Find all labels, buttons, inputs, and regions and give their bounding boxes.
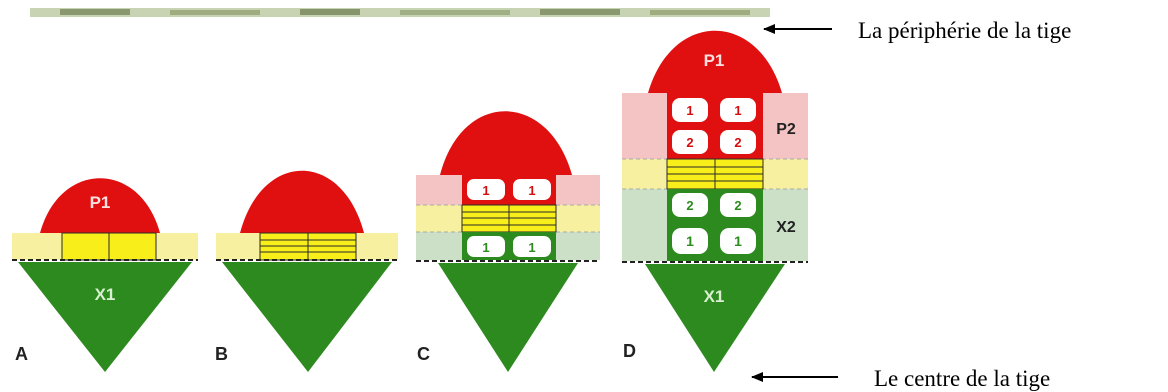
center-label: Le centre de la tige [874,366,1050,391]
xylem-cell-label: 2 [686,198,693,213]
phloem-cell [720,98,756,122]
xylem-label-x1: X1 [704,287,725,306]
xylem-cell [720,193,756,217]
xylem-cell-label: 1 [734,233,742,249]
xylem-label-x1: X1 [95,285,116,304]
xylem-triangle [438,263,578,372]
phloem-dome [40,178,160,233]
panel-letter-a: A [15,344,28,364]
panel-letter-b: B [215,344,228,364]
phloem-label-p1: P1 [90,193,111,212]
xylem-triangle [222,262,392,372]
annotation-periphery: La périphérie de la tige [763,18,1071,43]
panel-letter-c: C [417,344,430,364]
xylem-cell-label: 1 [686,233,694,249]
phloem-cell-label: 2 [734,135,741,150]
phloem-cell [720,130,756,154]
panel-d: P1 1 1 2 2 2 2 1 1 P2 X2 X1 D [622,30,808,372]
panel-letter-d: D [623,341,636,361]
phloem-cell-label: 2 [686,135,693,150]
xylem-cell [720,228,756,254]
xylem-cell [513,236,551,257]
phloem-dome [648,30,782,93]
phloem-dome [440,111,572,175]
phloem-zone-label-p2: P2 [776,121,796,138]
stem-periphery-band [30,0,770,24]
panel-c: 1 1 1 1 C [416,111,600,372]
xylem-zone-label-x2: X2 [776,219,796,236]
xylem-triangle [645,264,785,372]
phloem-cell [672,98,708,122]
phloem-cell-label: 1 [686,103,693,118]
periphery-label: La périphérie de la tige [858,18,1071,43]
phloem-cell-label: 1 [482,183,489,198]
xylem-cell [467,236,505,257]
annotation-center: Le centre de la tige [751,366,1050,391]
xylem-cell [672,228,708,254]
phloem-label-p1: P1 [704,51,725,70]
phloem-dome [240,170,364,233]
phloem-cell [467,179,505,200]
phloem-cell-label: 1 [528,183,535,198]
xylem-cell-label: 1 [528,240,535,255]
xylem-cell-label: 2 [734,198,741,213]
xylem-cell [672,193,708,217]
xylem-cell-label: 1 [482,240,489,255]
phloem-cell [672,130,708,154]
phloem-cell-label: 1 [734,103,741,118]
phloem-cell [513,179,551,200]
panel-b: B [215,170,398,372]
panel-a: P1 X1 A [12,178,198,372]
xylem-triangle [18,262,192,372]
